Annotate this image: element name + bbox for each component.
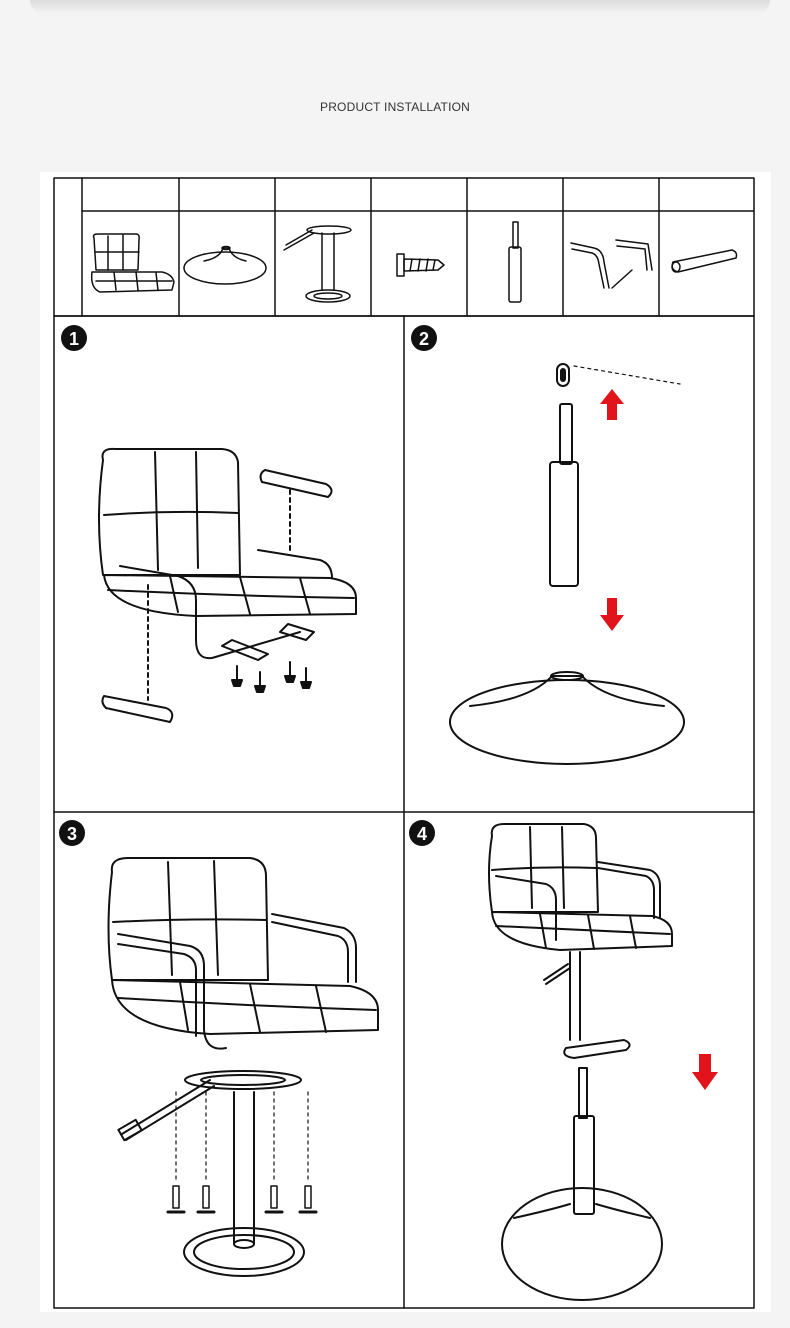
screw-icon	[166, 1185, 186, 1214]
screw-icon	[196, 1185, 216, 1214]
parts-table	[53, 177, 755, 317]
screw-part-icon	[396, 253, 445, 277]
screw-icon	[231, 665, 243, 687]
armrest-frame-part-icon	[570, 239, 653, 289]
page-title: PRODUCT INSTALLATION	[319, 100, 471, 114]
armrest-pad-part-icon	[671, 249, 738, 273]
steps-grid	[53, 315, 755, 1309]
step-3-badge: 3	[59, 820, 85, 846]
lift-mechanism-part-icon	[283, 225, 352, 303]
seat-part-icon	[90, 233, 175, 293]
step-4-badge: 4	[409, 820, 435, 846]
step-1-badge: 1	[61, 325, 87, 351]
step-1-number: 1	[69, 329, 79, 349]
step-2-number: 2	[419, 329, 429, 349]
base-plate-part-icon	[183, 245, 267, 285]
gas-cylinder-part-icon	[508, 221, 522, 303]
step-4-number: 4	[417, 824, 427, 844]
screw-icon	[300, 667, 312, 689]
screw-icon	[254, 671, 266, 693]
step-3-illustration	[107, 857, 379, 1277]
down-arrow-icon	[692, 1054, 718, 1090]
top-shadow	[30, 0, 770, 14]
screw-icon	[264, 1185, 284, 1214]
instruction-sheet	[40, 172, 771, 1312]
screw-icon	[298, 1185, 318, 1214]
step-2-badge: 2	[411, 325, 437, 351]
step-4-illustration	[488, 823, 673, 1301]
step-2-illustration	[449, 363, 685, 765]
step-3-number: 3	[67, 824, 77, 844]
screw-icon	[284, 661, 296, 683]
down-arrow-icon	[600, 598, 624, 631]
up-arrow-icon	[600, 389, 624, 420]
step-1-illustration	[98, 447, 357, 723]
